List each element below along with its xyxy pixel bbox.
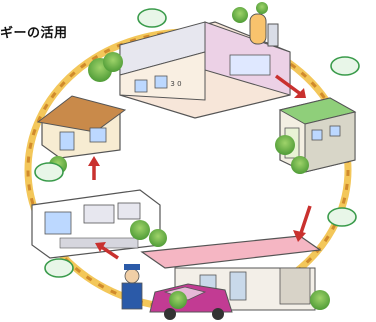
- label-bubble-right-bottom: [327, 207, 357, 227]
- house: [36, 95, 127, 159]
- factory-building: 3 0: [119, 13, 291, 119]
- label-bubble-left-bottom: [44, 258, 74, 278]
- arrow-left-up: [88, 156, 100, 180]
- office-building: [278, 97, 357, 173]
- label-bubble-right-top: [330, 56, 360, 76]
- diagram-title: ギーの活用: [0, 26, 68, 41]
- factory-number: 3 0: [170, 80, 181, 88]
- label-bubble-left-top: [34, 162, 64, 182]
- gas-station: [121, 235, 322, 320]
- arrow-bottom-left: [95, 242, 119, 260]
- label-bubble-top: [137, 8, 167, 28]
- arrow-right-down: [293, 205, 312, 242]
- bushes: [49, 2, 330, 310]
- arrow-top-right: [274, 74, 306, 98]
